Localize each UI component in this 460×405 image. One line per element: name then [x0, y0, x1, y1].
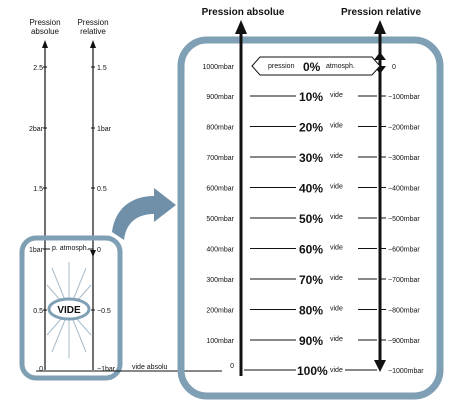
row-suffix: vide — [330, 245, 343, 252]
abs-tick-label: 0 — [39, 366, 43, 373]
rel-ticks: 1.5 1bar 0.5 0 −0.5 −1bar — [91, 65, 116, 373]
row-right-value: −500mbar — [388, 216, 420, 223]
row-left-value: 200mbar — [206, 308, 234, 315]
rel-down-arrowhead — [90, 250, 96, 257]
vide-badge-label: VIDE — [57, 305, 81, 316]
left-scale-diagram: Pression absolue Pression relative 2.5 2… — [19, 18, 222, 381]
rel-tick-label: −0.5 — [97, 308, 111, 315]
rel-tick-label: −1bar — [97, 366, 116, 373]
row-percent: 10% — [299, 90, 323, 104]
big-rel-up-arrowhead — [374, 20, 386, 34]
big-abs-arrowhead — [235, 20, 247, 34]
row-left-value: 900mbar — [206, 94, 234, 101]
row-right-value: −400mbar — [388, 186, 420, 193]
abs-tick-label: 2.5 — [33, 65, 43, 72]
bottom-row-suffix: vide — [330, 367, 343, 374]
row-percent: 40% — [299, 182, 323, 196]
abs-tick-label: 1.5 — [33, 186, 43, 193]
row-right-value: −600mbar — [388, 247, 420, 254]
vide-badge — [47, 297, 91, 321]
top-row-pressure-label: pression — [268, 63, 295, 70]
row-left-value: 500mbar — [206, 216, 234, 223]
abs-header-line2: absolue — [31, 27, 60, 36]
row-suffix: vide — [330, 275, 343, 282]
header-relative: Pression relative — [341, 7, 421, 18]
top-row-percent: 0% — [303, 60, 321, 74]
row-right-value: −700mbar — [388, 277, 420, 284]
big-rel-down-arrowhead — [374, 360, 386, 372]
top-row-atm-label: atmosph. — [326, 63, 355, 70]
rel-tick-label: 0 — [97, 247, 101, 254]
zoom-arrow — [112, 188, 176, 240]
rel-header-line1: Pression — [77, 18, 108, 27]
row-percent: 20% — [299, 121, 323, 135]
row-right-value: −100mbar — [388, 94, 420, 101]
bottom-row-left-value: 0 — [230, 363, 234, 370]
row-percent: 90% — [299, 334, 323, 348]
abs-axis-arrowhead — [42, 40, 48, 48]
row-left-value: 600mbar — [206, 186, 234, 193]
bottom-row-right-value: −1000mbar — [388, 368, 424, 375]
vacuum-level-rows: 900mbar 10% vide −100mbar 800mbar 20% vide −200… — [206, 90, 420, 348]
abs-tick-label: 1bar — [29, 247, 44, 254]
row-right-value: −800mbar — [388, 308, 420, 315]
abs-header-line1: Pression — [29, 18, 60, 27]
header-absolute: Pression absolue — [202, 7, 285, 18]
top-row-right-value: 0 — [392, 64, 396, 71]
row-left-value: 400mbar — [206, 247, 234, 254]
atm-pointer-box — [251, 56, 381, 76]
row-suffix: vide — [330, 153, 343, 160]
row-percent: 80% — [299, 304, 323, 318]
row-percent: 70% — [299, 273, 323, 287]
abs-tick-label: 2bar — [29, 126, 44, 133]
row-percent: 30% — [299, 151, 323, 165]
row-left-value: 700mbar — [206, 155, 234, 162]
row-left-value: 100mbar — [206, 338, 234, 345]
vide-absolu-label: vide absolu — [132, 364, 168, 371]
rel-header-line2: relative — [80, 27, 106, 36]
row-suffix: vide — [330, 92, 343, 99]
vacuum-zone-frame — [19, 235, 123, 381]
big-rel-mid-up-arrowhead — [374, 52, 386, 60]
row-right-value: −200mbar — [388, 125, 420, 132]
top-row-left-value: 1000mbar — [202, 64, 234, 71]
rel-axis-arrowhead — [90, 40, 96, 48]
row-left-value: 800mbar — [206, 125, 234, 132]
row-suffix: vide — [330, 123, 343, 130]
rel-tick-label: 0.5 — [97, 186, 107, 193]
row-right-value: −900mbar — [388, 338, 420, 345]
right-zoom-panel: Pression absolue Pression relative 1000m… — [177, 7, 444, 400]
row-left-value: 300mbar — [206, 277, 234, 284]
bottom-row-percent: 100% — [297, 364, 328, 378]
row-suffix: vide — [330, 336, 343, 343]
row-percent: 60% — [299, 243, 323, 257]
row-suffix: vide — [330, 214, 343, 221]
atm-label: p. atmosph. — [52, 245, 89, 252]
row-right-value: −300mbar — [388, 155, 420, 162]
abs-ticks: 2.5 2bar 1.5 1bar 0.5 0 — [29, 65, 47, 373]
abs-tick-label: 0.5 — [33, 308, 43, 315]
row-percent: 50% — [299, 212, 323, 226]
row-suffix: vide — [330, 184, 343, 191]
rel-tick-label: 1bar — [97, 126, 112, 133]
rel-tick-label: 1.5 — [97, 65, 107, 72]
atm-label-bg — [50, 243, 88, 253]
row-suffix: vide — [330, 306, 343, 313]
zoom-panel-frame — [177, 36, 444, 400]
